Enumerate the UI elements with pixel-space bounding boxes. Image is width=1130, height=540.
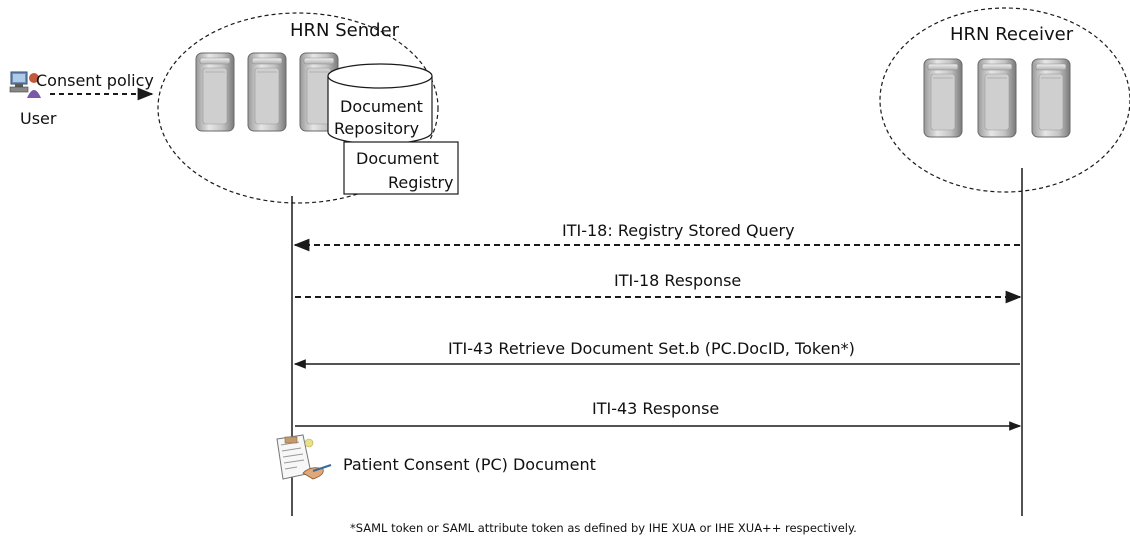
footnote: *SAML token or SAML attribute token as d…: [350, 521, 857, 535]
certificate-document-icon: [276, 434, 332, 480]
registry-label-line1: Document: [356, 149, 439, 168]
receiver-server-icon: [977, 58, 1017, 138]
document-repository: Document Repository: [327, 63, 433, 145]
message-label: ITI-43 Response: [592, 399, 719, 418]
message-label: ITI-43 Retrieve Document Set.b (PC.DocID…: [448, 339, 855, 358]
user-label: User: [20, 109, 57, 128]
sender-server-icon: [195, 52, 235, 132]
repository-label-line1: Document: [340, 97, 423, 116]
receiver-title: HRN Receiver: [950, 24, 1074, 45]
message-label: ITI-18 Response: [614, 271, 741, 290]
registry-label-line2: Registry: [388, 173, 454, 192]
user-icon: [9, 71, 41, 98]
receiver-boundary: [879, 7, 1130, 193]
receiver-server-icon: [923, 58, 963, 138]
repository-label-line2: Repository: [334, 119, 419, 138]
consent-policy-label: Consent policy: [36, 71, 154, 90]
sender-server-icon: [247, 52, 287, 132]
sender-boundary: [157, 12, 439, 204]
message-label: ITI-18: Registry Stored Query: [562, 221, 795, 240]
sender-title: HRN Sender: [290, 20, 400, 41]
receiver-server-icon: [1031, 58, 1071, 138]
document-registry: Document Registry: [343, 141, 459, 195]
document-label: Patient Consent (PC) Document: [343, 455, 596, 474]
